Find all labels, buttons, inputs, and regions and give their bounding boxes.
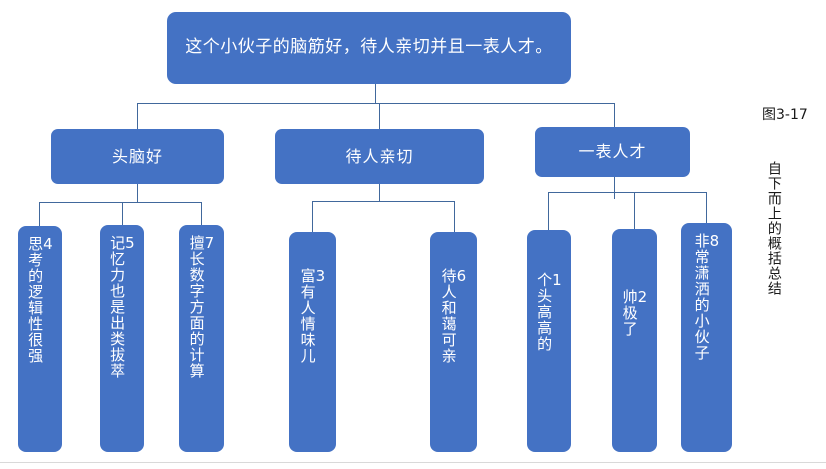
connector-drop-category-3 [614, 103, 615, 127]
leaf-node-3-number: 3 [315, 267, 327, 285]
leaf-node-1-text: 1 个头高高的 [535, 272, 562, 352]
leaf-node-2-number: 2 [637, 288, 649, 306]
connector-group1-bus [39, 202, 202, 203]
leaf-node-7[interactable]: 7 擅长数字方面的计算 [179, 225, 224, 452]
figure-caption-text: 自下而上的概括总结 [765, 161, 782, 296]
leaf-node-5-text: 5 记忆力也是出类拔萃 [108, 235, 135, 379]
root-node-label: 这个小伙子的脑筋好，待人亲切并且一表人才。 [185, 37, 553, 58]
connector-group3-drop-2 [634, 192, 635, 229]
connector-drop-category-2 [379, 103, 380, 129]
leaf-node-6-label: 待人和蔼可亲 [439, 268, 458, 364]
connector-group3-stem [614, 177, 615, 199]
page-bottom-rule [0, 462, 826, 463]
connector-group2-stem [379, 184, 380, 201]
category-node-2-label: 待人亲切 [345, 146, 414, 166]
figure-caption-label: 图3-17 [762, 107, 808, 123]
leaf-node-7-number: 7 [204, 234, 216, 252]
connector-group3-drop-3 [706, 192, 707, 223]
category-node-1[interactable]: 头脑好 [51, 129, 224, 184]
leaf-node-8-text: 8 非常潇洒的小伙子 [693, 233, 720, 361]
connector-group2-drop-2 [454, 201, 455, 232]
category-node-3-label: 一表人才 [578, 142, 647, 161]
leaf-node-5-number: 5 [125, 234, 136, 252]
leaf-node-4-label: 思考的逻辑性很强 [26, 236, 45, 364]
leaf-node-3-text: 3 富有人情味儿 [299, 268, 326, 364]
leaf-node-1-number: 1 [552, 271, 563, 289]
leaf-node-4-number: 4 [43, 235, 54, 253]
connector-group1-stem [137, 184, 138, 202]
leaf-node-2[interactable]: 2 帅极了 [612, 229, 657, 452]
leaf-node-5-label: 记忆力也是出类拔萃 [108, 235, 127, 379]
connector-group1-drop-3 [201, 202, 202, 225]
root-node[interactable]: 这个小伙子的脑筋好，待人亲切并且一表人才。 [167, 12, 571, 84]
leaf-node-2-text: 2 帅极了 [621, 289, 648, 337]
connector-group1-drop-2 [122, 202, 123, 225]
leaf-node-6-number: 6 [456, 267, 468, 285]
connector-group3-bus [548, 192, 706, 193]
category-node-2[interactable]: 待人亲切 [275, 129, 484, 184]
leaf-node-8-number: 8 [709, 232, 721, 250]
leaf-node-4[interactable]: 4 思考的逻辑性很强 [18, 226, 62, 452]
leaf-node-5[interactable]: 5 记忆力也是出类拔萃 [100, 225, 144, 452]
leaf-node-8[interactable]: 8 非常潇洒的小伙子 [681, 223, 732, 452]
leaf-node-8-label: 非常潇洒的小伙子 [692, 233, 711, 361]
category-node-3[interactable]: 一表人才 [535, 127, 690, 177]
leaf-node-4-text: 4 思考的逻辑性很强 [26, 236, 53, 364]
leaf-node-7-text: 7 擅长数字方面的计算 [188, 235, 215, 379]
leaf-node-1-label: 个头高高的 [535, 272, 554, 352]
leaf-node-3[interactable]: 3 富有人情味儿 [289, 232, 336, 452]
connector-drop-category-1 [137, 103, 138, 129]
connector-category-bus [137, 103, 615, 104]
leaf-node-2-label: 帅极了 [620, 289, 639, 337]
connector-root-stem [375, 84, 376, 103]
leaf-node-7-label: 擅长数字方面的计算 [187, 235, 206, 379]
connector-group3-drop-1 [548, 192, 549, 230]
leaf-node-3-label: 富有人情味儿 [298, 268, 317, 364]
connector-group2-drop-1 [312, 201, 313, 232]
category-node-1-label: 头脑好 [111, 146, 163, 166]
connector-group1-drop-1 [39, 202, 40, 226]
connector-group2-bus [312, 201, 455, 202]
leaf-node-6-text: 6 待人和蔼可亲 [440, 268, 467, 364]
leaf-node-1[interactable]: 1 个头高高的 [527, 230, 571, 452]
leaf-node-6[interactable]: 6 待人和蔼可亲 [430, 232, 477, 452]
